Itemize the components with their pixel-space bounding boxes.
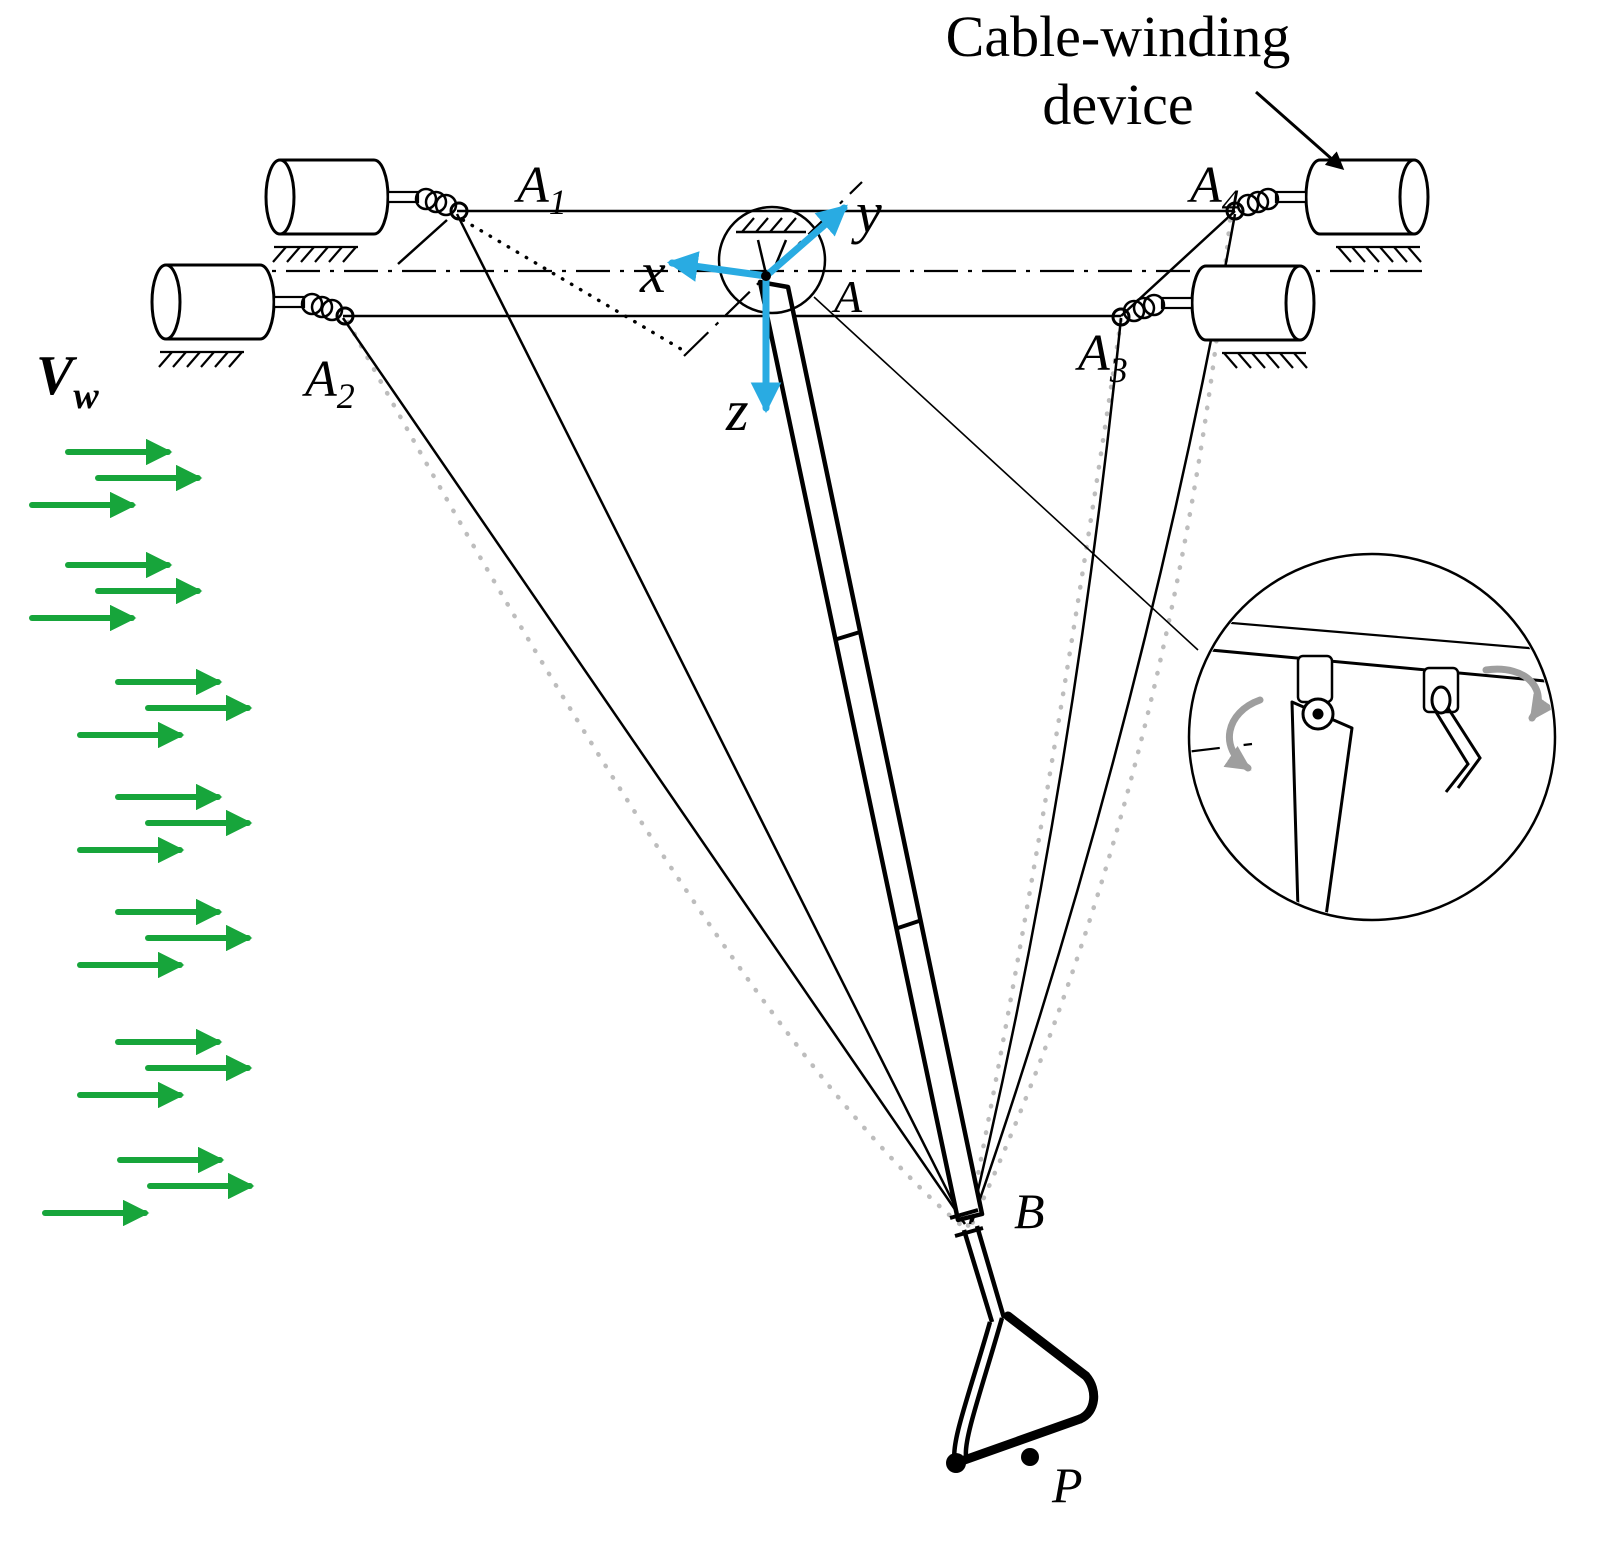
cable-a1-b (455, 213, 965, 1223)
label-z-axis: z (725, 378, 749, 443)
slack-cable-a4 (969, 217, 1233, 1227)
slack-cable-a3 (965, 317, 1124, 1229)
cables (341, 213, 1237, 1225)
lower-rod-left (961, 1229, 995, 1323)
wind-arrow-cluster-5 (77, 898, 253, 979)
origin-point (761, 271, 771, 281)
inset-circle (1187, 552, 1557, 922)
sling-left-wire-outer (952, 1321, 993, 1463)
label-point-p: P (1051, 1457, 1083, 1513)
label-a3: A3 (1075, 325, 1128, 390)
coupling-b-tick-1 (949, 1208, 979, 1220)
wind-field (29, 438, 255, 1227)
labels: A1 A2 A3 A4 A x y z B P Vw (36, 157, 1240, 1513)
annotation-group: Cable-winding device (946, 4, 1345, 170)
cable-winding-device-a1 (264, 158, 469, 264)
label-x-axis: x (639, 240, 666, 305)
origin-circle (717, 205, 827, 315)
label-point-b: B (1014, 1183, 1045, 1239)
inset-bracket-outer (1434, 711, 1470, 793)
cable-a3-b (968, 317, 1123, 1225)
sling-right-wire (1003, 1311, 1099, 1424)
annotation-line-1: Cable-winding (946, 4, 1291, 69)
sting-rod (757, 279, 985, 1238)
wind-arrow-cluster-4 (77, 783, 253, 864)
sting-joint-1 (833, 630, 861, 642)
hidden-frame-edge (461, 218, 688, 354)
label-a2: A2 (302, 351, 355, 416)
label-a1: A1 (514, 157, 567, 222)
inset-centerline (1191, 742, 1253, 754)
point-p-dot (1021, 1448, 1039, 1466)
slack-cable-a2 (345, 319, 965, 1229)
detail-inset (813, 296, 1557, 922)
inset-frame-edge-1 (1191, 646, 1553, 684)
sling-bottom-wire (951, 1414, 1085, 1468)
wind-arrow-cluster-1 (29, 438, 203, 519)
sting-joint-2 (897, 918, 923, 930)
payload-sling (946, 1225, 1099, 1473)
slack-cables (345, 217, 1233, 1229)
sling-corner-dot (946, 1453, 966, 1473)
lower-rod-right (974, 1225, 1007, 1319)
rotation-arrow-left (1223, 696, 1264, 772)
wind-arrow-cluster-2 (29, 551, 203, 632)
frame-left-edge (397, 219, 448, 265)
inset-bracket-inner (1446, 707, 1482, 789)
wind-arrow-cluster-6 (77, 1028, 253, 1109)
cable-winding-device-a4 (1225, 158, 1430, 264)
inset-content (1191, 618, 1553, 918)
wind-arrow-cluster-7 (42, 1146, 255, 1227)
inset-right-pivot (1430, 685, 1452, 715)
label-a4: A4 (1187, 157, 1240, 222)
label-wind-velocity: Vw (36, 345, 99, 417)
y-axis-arrow (762, 204, 848, 280)
sling-left-wire-inner (963, 1317, 1005, 1457)
origin-ground-hatch (741, 217, 797, 233)
origin-frame (666, 204, 848, 414)
label-y-axis: y (851, 180, 882, 245)
sting-rod-body (757, 279, 985, 1223)
x-axis-arrow (666, 251, 770, 282)
wind-arrow-cluster-3 (77, 668, 253, 749)
inset-pivot-dot (1312, 708, 1324, 720)
annotation-arrow (1255, 90, 1345, 170)
inset-left-lug (1296, 654, 1334, 704)
rotation-arrow-right (1482, 665, 1553, 722)
annotation-line-2: device (1042, 72, 1193, 137)
inset-leader-line (813, 296, 1199, 651)
cable-a4-b (970, 213, 1237, 1223)
inset-frame-edge-2 (1195, 618, 1553, 652)
origin-leg-1 (756, 239, 768, 275)
label-origin-a: A (831, 271, 863, 322)
cable-a2-b (341, 317, 967, 1225)
